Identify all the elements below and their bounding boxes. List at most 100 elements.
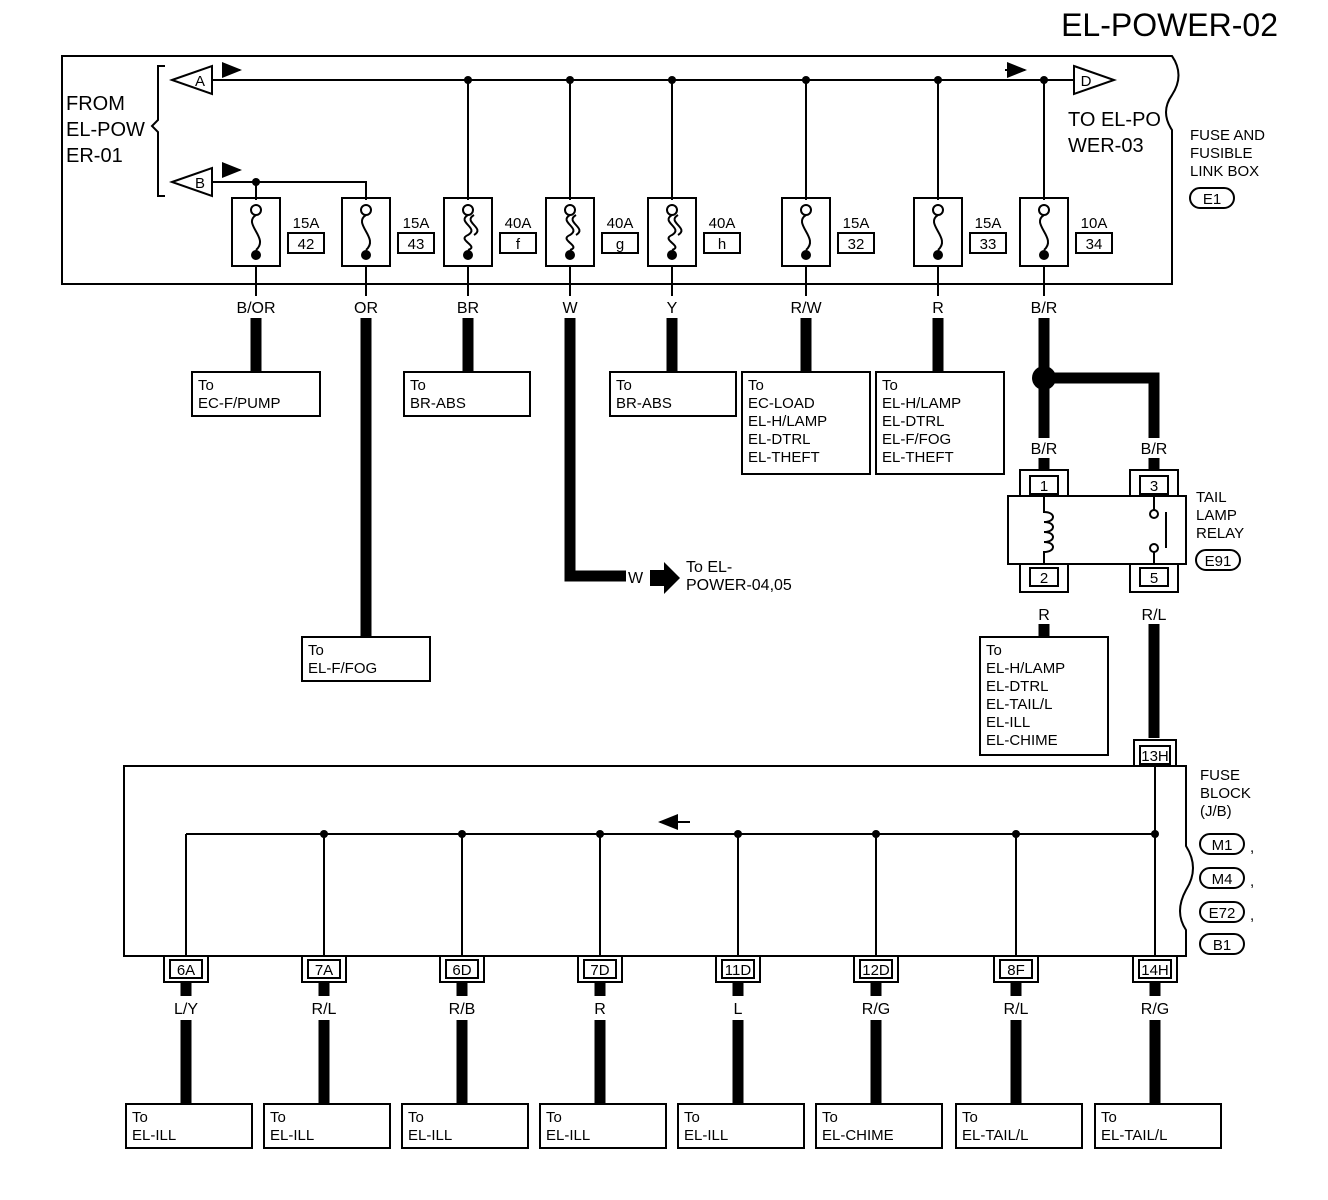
jb-wire-color: R/L xyxy=(1004,1001,1029,1018)
connector-m4-badge xyxy=(1199,867,1245,889)
fuse-terminal xyxy=(251,250,261,260)
fuse-wire-color: BR xyxy=(457,300,479,317)
from-label-3: ER-01 xyxy=(66,145,123,167)
w-output-dest-2: POWER-04,05 xyxy=(686,577,792,594)
relay-out-wire-r: R xyxy=(1038,607,1050,624)
dest-ec-f-pump-box xyxy=(191,371,321,417)
jb-dest-line: EL-ILL xyxy=(684,1127,728,1144)
wire-w xyxy=(564,318,626,582)
jb-dest-line: To xyxy=(684,1109,700,1126)
jb-wire-color: L/Y xyxy=(174,1001,198,1018)
fuse-number-box xyxy=(601,232,639,254)
fuse-terminal xyxy=(932,204,944,216)
jb-pin-label: 6D xyxy=(452,962,471,979)
fuse-terminal xyxy=(800,204,812,216)
fuse-group: 15A42B/OR15A43OR40AfBR40AgW40AhY15A32R/W… xyxy=(231,76,1113,317)
connector-e91-badge xyxy=(1195,549,1241,571)
jb-dest-box xyxy=(539,1103,667,1149)
fuse-terminal xyxy=(666,204,678,216)
jb-pin-box xyxy=(445,959,479,979)
dest-1-line-1: To xyxy=(198,377,214,394)
relay-label-2: LAMP xyxy=(1196,507,1237,524)
jb-pin-label: 7D xyxy=(590,962,609,979)
jb-dest-line: To xyxy=(270,1109,286,1126)
jb-dest-line: EL-CHIME xyxy=(822,1127,894,1144)
fuse-rating: 40A xyxy=(709,215,736,232)
relay-dest-line-6: EL-CHIME xyxy=(986,732,1058,749)
dest-1-line-2: EC-F/PUMP xyxy=(198,395,281,412)
relay-dest-line-5: EL-ILL xyxy=(986,714,1030,731)
dest-5-line-1: To xyxy=(882,377,898,394)
dest-5-line-3: EL-DTRL xyxy=(882,413,945,430)
fuse-number-box xyxy=(1075,232,1113,254)
dest-6-line-1: To xyxy=(308,642,324,659)
fuse-rating: 15A xyxy=(843,215,870,232)
relay-dest-line-1: To xyxy=(986,642,1002,659)
connector-e91-label: E91 xyxy=(1205,553,1232,570)
jb-pin-box xyxy=(583,959,617,979)
dest-3-line-1: To xyxy=(616,377,632,394)
to-label-1: TO EL-PO xyxy=(1068,109,1161,131)
fuse-wire-color: B/OR xyxy=(236,300,275,317)
jb-dest-line: To xyxy=(408,1109,424,1126)
dest-4-line-1: To xyxy=(748,377,764,394)
relay-pin-2: 2 xyxy=(1040,570,1048,587)
dest-5-line-4: EL-F/FOG xyxy=(882,431,951,448)
wire-b-r-2 xyxy=(1044,372,1160,438)
fuse-rating: 40A xyxy=(607,215,634,232)
jb-pin-box xyxy=(999,959,1033,979)
fuse-terminal xyxy=(564,204,576,216)
fuse-number: g xyxy=(616,236,624,253)
fuse-icon xyxy=(1038,214,1050,251)
fuse-number-box xyxy=(837,232,875,254)
jb-dest-line: EL-ILL xyxy=(132,1127,176,1144)
jb-junction xyxy=(320,830,328,838)
fuse-number-box xyxy=(703,232,741,254)
fuse-number: 42 xyxy=(298,236,315,253)
jb-wire-color: R/L xyxy=(312,1001,337,1018)
fuse-number-box xyxy=(499,232,537,254)
fuse-number: 43 xyxy=(408,236,425,253)
fuse-wire-color: B/R xyxy=(1031,300,1058,317)
fuse-rating: 10A xyxy=(1081,215,1108,232)
jb-pin-label: 6A xyxy=(177,962,195,979)
jb-dest-box xyxy=(125,1103,253,1149)
bus-d-label: D xyxy=(1081,73,1092,90)
connector-sep-1: , xyxy=(1250,839,1254,856)
fuse-number-box xyxy=(287,232,325,254)
bus-a-junction xyxy=(566,76,574,84)
jb-dest-line: EL-TAIL/L xyxy=(1101,1127,1167,1144)
from-brace xyxy=(150,65,165,197)
connector-e72-label: E72 xyxy=(1209,905,1236,922)
jb-pin-label: 7A xyxy=(315,962,333,979)
jb-dest-box xyxy=(401,1103,529,1149)
jb-pin-label: 14H xyxy=(1141,962,1169,979)
fuse-terminal xyxy=(360,204,372,216)
relay-coil-icon xyxy=(1043,496,1054,564)
fuse-terminal xyxy=(463,250,473,260)
jb-junction xyxy=(1012,830,1020,838)
fuse-terminal xyxy=(1039,250,1049,260)
fuse-icon xyxy=(250,214,262,251)
bus-b-wire xyxy=(212,181,367,200)
fuse-icon xyxy=(360,214,372,251)
fusible-link-icon xyxy=(565,214,581,251)
dest-relay-r-box xyxy=(979,636,1109,756)
jb-dest-line: To xyxy=(546,1109,562,1126)
link-box-label-3: LINK BOX xyxy=(1190,163,1259,180)
jb-dest-line: To xyxy=(1101,1109,1117,1126)
relay-in-wire-2: B/R xyxy=(1141,441,1168,458)
relay-out-wire-r-l: R/L xyxy=(1142,607,1167,624)
jb-input-pin: 13H xyxy=(1141,748,1169,765)
jb-pin-label: 11D xyxy=(725,962,752,979)
fusible-link-icon xyxy=(667,214,683,251)
jb-wire-color: R/G xyxy=(862,1001,890,1018)
dest-ec-load-box xyxy=(741,371,871,475)
jb-pin-label: 12D xyxy=(862,962,890,979)
jb-wire-color: L xyxy=(734,1001,743,1018)
relay-dest-line-4: EL-TAIL/L xyxy=(986,696,1052,713)
bus-a-label: A xyxy=(195,73,205,90)
jb-junction xyxy=(458,830,466,838)
relay-label-1: TAIL xyxy=(1196,489,1227,506)
